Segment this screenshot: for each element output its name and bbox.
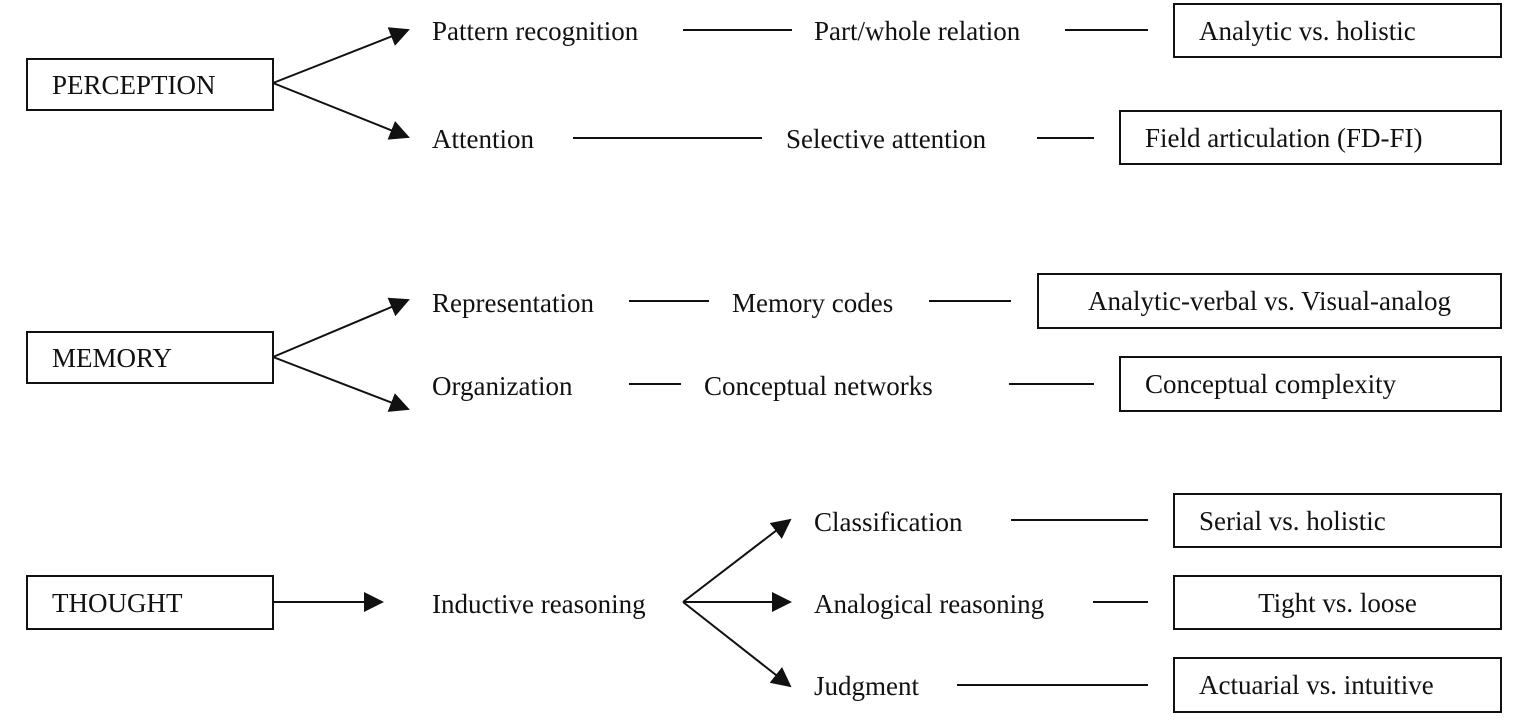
inductive-arrow-to-judgment <box>682 601 792 688</box>
style-box-verbal-visual: Analytic-verbal vs. Visual-analog <box>1037 273 1502 329</box>
mechanism-judgment: Judgment <box>814 671 919 701</box>
style-box-tight-loose: Tight vs. loose <box>1173 575 1502 630</box>
style-label: Analytic vs. holistic <box>1199 15 1416 46</box>
mechanism-selective-attention: Selective attention <box>786 124 987 154</box>
thought-box: THOUGHT <box>26 575 274 630</box>
process-inductive-reasoning: Inductive reasoning <box>432 589 646 619</box>
style-label: Analytic-verbal vs. Visual-analog <box>1087 286 1452 316</box>
style-box-actuarial-intuitive: Actuarial vs. intuitive <box>1173 657 1502 713</box>
perception-box: PERCEPTION <box>26 58 274 111</box>
category-label-memory: MEMORY <box>52 342 173 373</box>
style-box-conceptual-complexity: Conceptual complexity <box>1119 356 1502 412</box>
style-label: Serial vs. holistic <box>1199 505 1386 536</box>
style-box-serial-holistic: Serial vs. holistic <box>1173 493 1502 548</box>
process-organization: Organization <box>432 371 573 401</box>
memory-box: MEMORY <box>26 331 274 384</box>
category-label-thought: THOUGHT <box>52 587 183 618</box>
memory-arrow-to-representation <box>272 297 410 358</box>
style-label: Conceptual complexity <box>1145 369 1397 399</box>
perception-arrow-to-pattern-recognition <box>272 27 410 84</box>
inductive-arrow-to-classification <box>682 518 792 603</box>
mechanism-part-whole-relation: Part/whole relation <box>814 16 1021 46</box>
style-label: Actuarial vs. intuitive <box>1199 670 1434 700</box>
process-attention: Attention <box>432 124 534 154</box>
perception-arrow-to-attention <box>272 82 410 140</box>
style-label: Tight vs. loose <box>1258 587 1417 618</box>
style-box-field-articulation: Field articulation (FD-FI) <box>1119 110 1502 165</box>
category-label-perception: PERCEPTION <box>52 69 216 100</box>
mechanism-analogical-reasoning: Analogical reasoning <box>814 589 1045 619</box>
mechanism-classification: Classification <box>814 507 963 537</box>
mechanism-conceptual-networks: Conceptual networks <box>704 371 933 401</box>
mechanism-memory-codes: Memory codes <box>732 288 894 318</box>
style-label: Field articulation (FD-FI) <box>1145 122 1423 153</box>
process-pattern-recognition: Pattern recognition <box>432 16 639 46</box>
process-representation: Representation <box>432 288 594 318</box>
memory-arrow-to-organization <box>272 356 410 412</box>
style-box-analytic-holistic: Analytic vs. holistic <box>1173 3 1502 58</box>
